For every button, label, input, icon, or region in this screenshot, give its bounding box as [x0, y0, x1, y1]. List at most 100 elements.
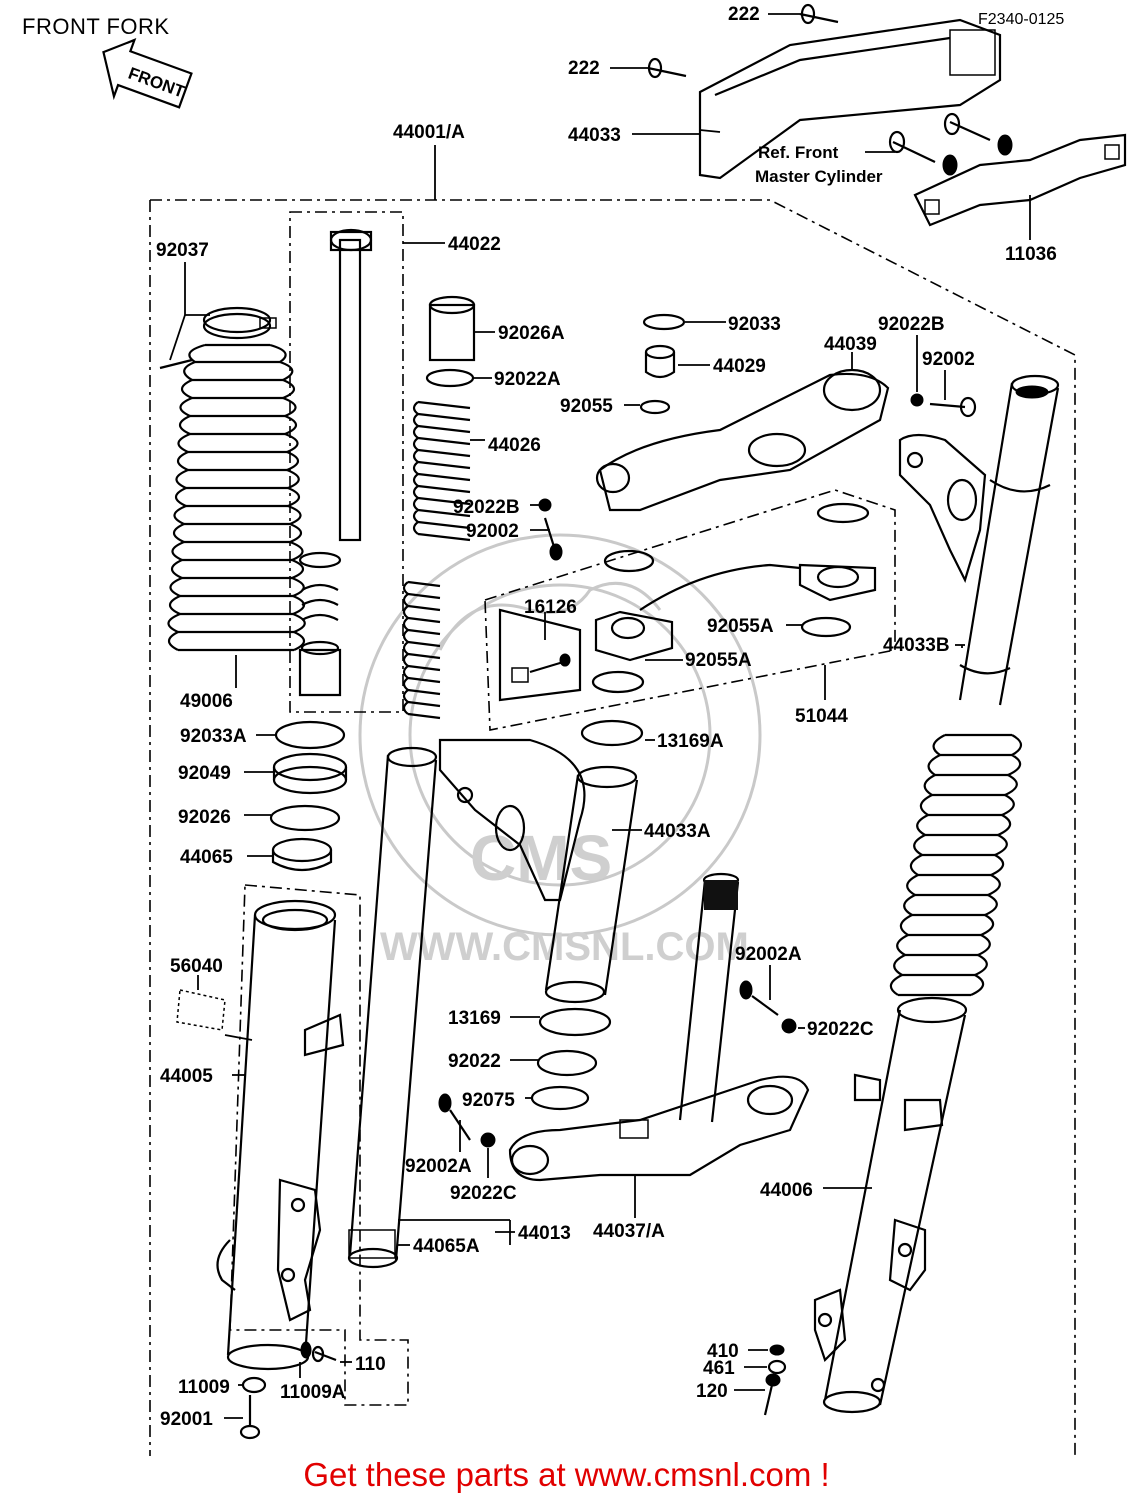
label-44029: 44029	[713, 356, 766, 377]
part-56040-label-plate	[176, 989, 226, 1031]
label-92002A-right: 92002A	[735, 944, 802, 965]
part-461-washer	[767, 1359, 787, 1375]
part-92033-oring	[642, 313, 686, 331]
label-11036: 11036	[1005, 244, 1057, 265]
part-fork-bracket-plate	[438, 738, 586, 902]
part-49006-rubber-boot	[167, 343, 306, 652]
part-110-screw	[300, 1341, 337, 1363]
part-92055-oring	[639, 399, 671, 415]
front-fork-exploded-diagram: CMS WWW.CMSNL.COM FRONT F2340-0125 222 2…	[102, 3, 1127, 1456]
part-92022B-washer-top	[910, 393, 924, 407]
part-13169A-seal	[580, 719, 644, 747]
label-44033A: 44033A	[644, 821, 711, 842]
label-44065A: 44065A	[413, 1236, 480, 1257]
label-92055A: 92055A	[685, 650, 752, 671]
label-92001: 92001	[160, 1409, 213, 1430]
label-13169A: 13169A	[657, 731, 724, 752]
part-oring-upper	[816, 502, 870, 524]
label-92049: 92049	[178, 763, 231, 784]
label-11009: 11009	[178, 1377, 230, 1398]
ref-master-cylinder-line1: Ref. Front	[758, 143, 839, 162]
part-ring-561	[603, 549, 655, 573]
part-44039-steering-stem-head	[595, 368, 890, 512]
part-44022-fork-damper	[298, 228, 373, 697]
label-44022: 44022	[448, 234, 501, 255]
label-120: 120	[696, 1381, 728, 1402]
front-direction-arrow: FRONT	[102, 38, 193, 109]
part-44033B-fork-cover-right	[958, 374, 1060, 706]
part-44033A-fork-cover	[544, 765, 639, 1004]
label-92022B-top: 92022B	[878, 314, 945, 335]
ref-master-cylinder-line2: Master Cylinder	[755, 167, 883, 186]
label-92037: 92037	[156, 240, 209, 261]
label-92055: 92055	[560, 396, 613, 417]
label-44033B: 44033B	[883, 635, 950, 656]
label-92033: 92033	[728, 314, 781, 335]
label-92022C-right: 92022C	[807, 1019, 874, 1040]
part-92002-bolt	[538, 498, 563, 561]
label-44026: 44026	[488, 435, 541, 456]
part-92049-oil-seal	[272, 752, 348, 795]
part-44026-fork-spring	[402, 400, 471, 720]
part-16126-sensor	[498, 608, 582, 702]
part-92022A-washer	[425, 368, 475, 388]
part-92037-boot-clamp	[159, 306, 277, 370]
part-headlight-bracket	[898, 433, 987, 583]
label-92022B: 92022B	[453, 497, 520, 518]
drawing-code: F2340-0125	[978, 11, 1064, 28]
label-44065: 44065	[180, 847, 233, 868]
label-13169: 13169	[448, 1008, 501, 1029]
label-92022A: 92022A	[494, 369, 561, 390]
label-92002A: 92002A	[405, 1156, 472, 1177]
part-44005-outer-tube-left	[216, 899, 345, 1371]
label-92033A: 92033A	[180, 726, 247, 747]
part-120-bolt	[763, 1373, 781, 1416]
part-92055A-oring-right	[800, 616, 852, 638]
label-92026A: 92026A	[498, 323, 565, 344]
part-92055A-oring	[591, 670, 645, 694]
label-461: 461	[703, 1358, 735, 1379]
label-92075: 92075	[462, 1090, 515, 1111]
label-44006: 44006	[760, 1180, 813, 1201]
label-44033: 44033	[568, 125, 621, 146]
label-51044: 51044	[795, 706, 848, 727]
label-92026: 92026	[178, 807, 231, 828]
part-13169-seal	[538, 1007, 612, 1037]
label-44001-a: 44001/A	[393, 122, 465, 143]
label-44013: 44013	[518, 1223, 571, 1244]
part-92075-ring	[530, 1085, 590, 1111]
part-44033-handlebar-holder	[647, 3, 1002, 180]
label-44037-a: 44037/A	[593, 1221, 665, 1242]
part-92022-washer	[536, 1049, 598, 1077]
label-56040: 56040	[170, 956, 223, 977]
part-92033A-ring	[274, 720, 346, 750]
watermark-cms: CMS	[470, 822, 612, 894]
label-92002-top: 92002	[922, 349, 975, 370]
label-410: 410	[707, 1341, 739, 1362]
part-44006-fork-assembly-right	[813, 733, 1023, 1414]
watermark-logo: CMS WWW.CMSNL.COM	[358, 533, 762, 969]
label-92055A-right: 92055A	[707, 616, 774, 637]
promo-link[interactable]: Get these parts at www.cmsnl.com !	[303, 1456, 830, 1493]
part-410-cap	[769, 1344, 785, 1356]
label-92022C: 92022C	[450, 1183, 517, 1204]
part-92001-drain-bolt	[239, 1395, 261, 1440]
label-92022: 92022	[448, 1051, 501, 1072]
part-44029-cap	[644, 344, 676, 379]
part-51044-box	[484, 489, 896, 731]
assembly-outline	[149, 199, 1076, 1456]
part-44013-inner-tube	[347, 746, 438, 1269]
label-92002: 92002	[466, 521, 519, 542]
part-92002A-bolt-lower	[438, 1093, 496, 1148]
label-44039: 44039	[824, 334, 877, 355]
part-44037-steering-stem	[508, 872, 810, 1182]
part-92026-spacer-ring	[269, 804, 341, 832]
part-44022-box	[289, 211, 404, 713]
label-222: 222	[568, 58, 600, 79]
part-11009-gasket	[241, 1376, 267, 1394]
label-11009A: 11009A	[280, 1382, 346, 1403]
label-110: 110	[355, 1354, 386, 1375]
part-44065-bushing	[271, 837, 333, 872]
label-16126: 16126	[524, 597, 577, 618]
page-title: FRONT FORK	[22, 14, 170, 39]
